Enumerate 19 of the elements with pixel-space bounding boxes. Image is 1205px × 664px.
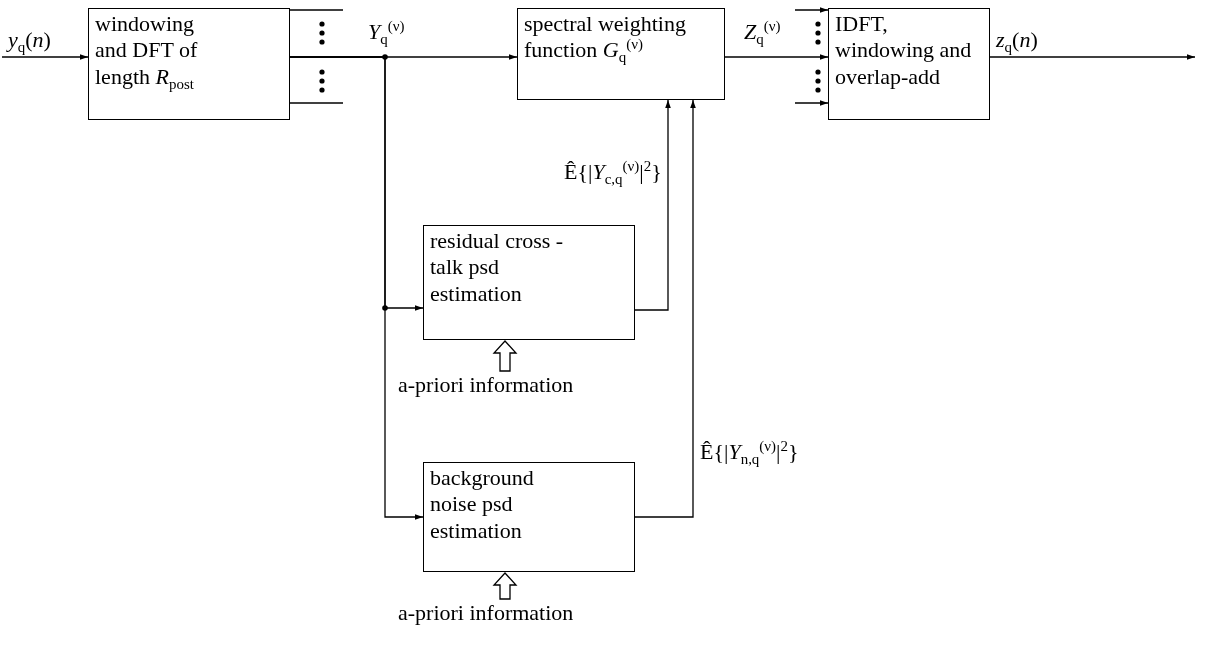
box-label: IDFT, windowing and overlap-add bbox=[835, 11, 973, 91]
box-label: residual cross -talk psd estimation bbox=[430, 228, 565, 308]
arrow bbox=[989, 54, 1196, 60]
process-box bbox=[517, 8, 725, 100]
arrow bbox=[634, 99, 696, 518]
arrow bbox=[289, 56, 424, 520]
arrow bbox=[724, 54, 829, 60]
process-box bbox=[423, 462, 635, 572]
box-label: windowing and DFT of length R$_{post}$ bbox=[95, 11, 199, 91]
arrow bbox=[1, 54, 89, 60]
hollow-arrow bbox=[492, 340, 518, 372]
process-box bbox=[828, 8, 990, 120]
process-box bbox=[423, 225, 635, 340]
hollow-arrow bbox=[492, 572, 518, 600]
annotation-text: a-priori information bbox=[398, 600, 574, 627]
arrow bbox=[634, 99, 671, 311]
box-label: background noise psd estimation bbox=[430, 465, 535, 545]
annotation-text: a-priori information bbox=[398, 372, 574, 399]
process-box bbox=[88, 8, 290, 120]
